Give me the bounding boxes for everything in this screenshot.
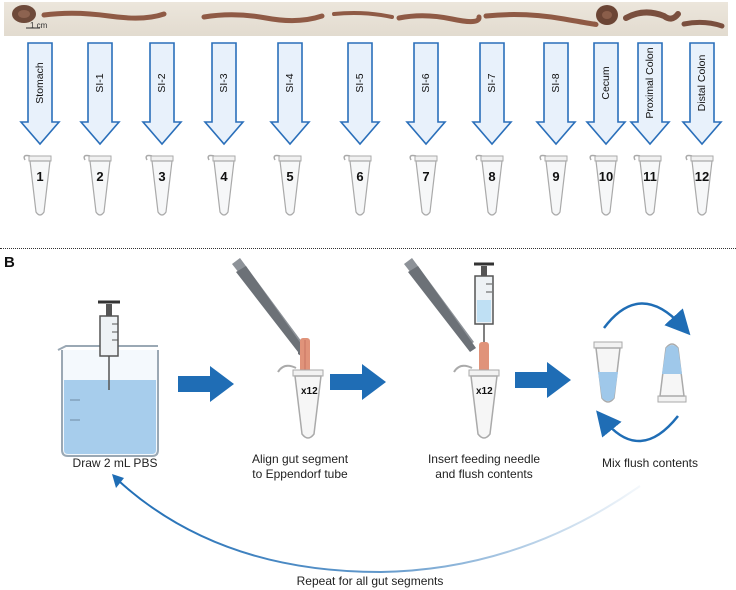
segment-column: SI-8 9	[535, 42, 577, 216]
segment-column: SI-5 6	[339, 42, 381, 216]
tube-number: 7	[422, 169, 429, 184]
tube-number: 8	[488, 169, 495, 184]
eppendorf-tube-icon	[207, 154, 236, 216]
down-arrow-icon	[79, 42, 121, 146]
eppendorf-tube-icon	[475, 154, 504, 216]
process-arrow-1	[178, 366, 234, 402]
segment-label: Distal Colon	[696, 55, 708, 112]
step-4-caption-line-1: Mix flush contents	[601, 456, 699, 470]
repeat-caption: Repeat for all gut segments	[296, 574, 444, 588]
tube-number: 12	[695, 169, 709, 184]
segment-column: SI-2 3	[141, 42, 183, 216]
forceps-icon	[232, 258, 304, 358]
down-arrow-icon	[203, 42, 245, 146]
eppendorf-tube-icon	[277, 364, 324, 439]
segment-label: Proximal Colon	[644, 47, 656, 118]
scale-bar-label: 1 cm	[30, 21, 48, 30]
segment-label: SI-5	[354, 73, 366, 92]
circular-mix-arrow-icon	[596, 302, 691, 443]
eppendorf-tube-icon	[23, 154, 52, 216]
tube-number: 4	[220, 169, 228, 184]
segment-column: SI-3 4	[203, 42, 245, 216]
forceps-icon-2	[404, 258, 476, 352]
segment-column: Proximal Colon 11	[629, 42, 671, 216]
segment-column: Cecum 10	[585, 42, 627, 216]
eppendorf-tube-icon	[589, 154, 618, 216]
syringe-icon	[98, 300, 120, 390]
segment-column: Stomach 1	[19, 42, 61, 216]
multiplier-label-2: x12	[301, 386, 318, 397]
panel-b-letter: B	[4, 254, 15, 271]
eppendorf-tube-icon	[145, 154, 174, 216]
segment-column: SI-1 2	[79, 42, 121, 216]
step-3-caption-line-1: Insert feeding needle	[427, 452, 541, 466]
tube-number: 1	[36, 169, 43, 184]
down-arrow-icon	[585, 42, 627, 146]
segment-label: SI-4	[284, 73, 296, 92]
down-arrow-icon	[405, 42, 447, 146]
segment-column: Distal Colon 12	[681, 42, 723, 216]
tube-number: 11	[643, 169, 657, 184]
beaker-icon	[57, 345, 159, 457]
segment-column: SI-4 5	[269, 42, 311, 216]
process-arrow-2	[330, 364, 386, 400]
tube-number: 9	[552, 169, 559, 184]
step-1-caption: Draw 2 mL PBS	[40, 456, 190, 471]
down-arrow-icon	[535, 42, 577, 146]
step-2-caption-line-1: Align gut segment	[251, 452, 349, 466]
repeat-arrow-icon	[112, 474, 641, 574]
segment-label: SI-1	[94, 73, 106, 92]
down-arrow-icon	[19, 42, 61, 146]
eppendorf-tube-icon	[83, 154, 112, 216]
segment-arrows: Stomach1SI-12SI-23SI-34SI-45SI-56SI-67SI…	[19, 42, 723, 216]
down-arrow-icon	[681, 42, 723, 146]
segment-column: SI-7 8	[471, 42, 513, 216]
gut-tissue-photo-drawing	[12, 5, 725, 29]
segment-column: SI-6 7	[405, 42, 447, 216]
step-1-caption-line-1: Draw 2 mL PBS	[72, 456, 158, 470]
step-3-caption: Insert feeding needle and flush contents	[404, 452, 564, 482]
eppendorf-tube-upright-icon	[593, 341, 623, 403]
panel-divider	[0, 248, 736, 249]
eppendorf-tube-icon	[633, 154, 662, 216]
down-arrow-icon	[339, 42, 381, 146]
down-arrow-icon	[629, 42, 671, 146]
gut-tissue-photo: 1 cm	[4, 2, 728, 36]
process-arrow-3	[515, 362, 571, 398]
segment-label: Stomach	[34, 62, 46, 104]
protocol-illustration: x12 x12	[57, 258, 691, 574]
syringe-icon-2	[474, 262, 494, 344]
down-arrow-icon	[141, 42, 183, 146]
step-4-caption: Mix flush contents	[580, 456, 720, 471]
multiplier-label-3: x12	[476, 386, 493, 397]
eppendorf-tube-icon	[343, 154, 372, 216]
step-3-caption-line-2: and flush contents	[435, 467, 533, 481]
segment-label: SI-3	[218, 73, 230, 92]
eppendorf-tube-icon	[273, 154, 302, 216]
segment-label: SI-2	[156, 73, 168, 92]
segment-label: SI-7	[486, 73, 498, 92]
tube-number: 5	[286, 169, 293, 184]
step-2-caption: Align gut segment to Eppendorf tube	[225, 452, 375, 482]
segment-label: SI-8	[550, 73, 562, 92]
eppendorf-tube-icon	[685, 154, 714, 216]
down-arrow-icon	[471, 42, 513, 146]
down-arrow-icon	[269, 42, 311, 146]
segment-label: SI-6	[420, 73, 432, 92]
tube-number: 3	[158, 169, 165, 184]
eppendorf-tube-icon	[409, 154, 438, 216]
tube-number: 2	[96, 169, 103, 184]
eppendorf-tube-icon	[539, 154, 568, 216]
eppendorf-tube-inverted-icon	[657, 343, 687, 403]
tube-number: 6	[356, 169, 363, 184]
step-2-caption-line-2: to Eppendorf tube	[252, 467, 348, 481]
eppendorf-tube-icon-2	[453, 364, 500, 439]
tube-number: 10	[599, 169, 613, 184]
segment-label: Cecum	[600, 66, 612, 100]
